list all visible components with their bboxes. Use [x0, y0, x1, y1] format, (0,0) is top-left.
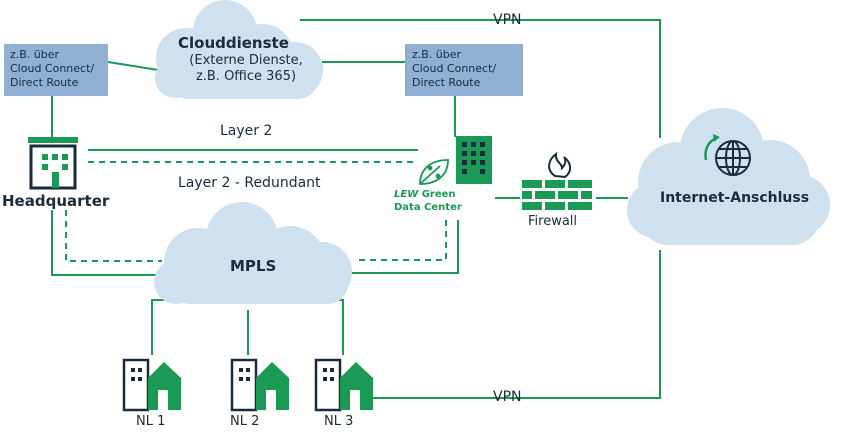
mpls-nl3-line: [325, 299, 344, 355]
mpls-cloud: [154, 202, 352, 304]
cloud-services-line2: z.B. Office 365): [195, 69, 297, 84]
internet-label: Internet-Anschluss: [660, 190, 810, 206]
headquarter-label: Headquarter: [2, 192, 110, 210]
right-box-line3: Direct Route: [412, 76, 481, 89]
globe-icon: [715, 140, 751, 176]
headquarter-building-icon: [28, 137, 78, 190]
left-route-box: [4, 44, 108, 96]
vpn-top-line: [300, 19, 661, 138]
left-box-line1: z.B. über: [10, 48, 60, 61]
right-box-line1: z.B. über: [412, 48, 462, 61]
vpn-bottom-line: [372, 250, 661, 399]
mpls-label: MPLS: [230, 257, 277, 275]
branch-nl2-icon: [230, 358, 289, 412]
branch-nl1-icon: [122, 358, 181, 412]
dc-mpls-dashed: [355, 220, 447, 261]
layer2-label: Layer 2: [220, 123, 273, 139]
hq-mpls-line: [51, 210, 162, 276]
branch-nl1-label: NL 1: [136, 414, 166, 429]
datacenter-label: LEW Green: [394, 189, 456, 201]
datacenter-line2: Data Center: [394, 202, 462, 213]
vpn-top-label: VPN: [493, 12, 522, 28]
datacenter-brand: LEW: [394, 189, 419, 200]
branch-nl3-icon: [314, 358, 373, 412]
hq-mpls-dashed: [65, 210, 162, 262]
branch-nl3-label: NL 3: [324, 414, 354, 429]
cloud-services-cloud: [155, 0, 323, 99]
dashed-lines: [65, 161, 447, 262]
branch-nl2-label: NL 2: [230, 414, 260, 429]
vpn-bottom-label: VPN: [493, 389, 522, 405]
dc-mpls-line: [352, 220, 459, 274]
datacenter-line1: Green: [421, 189, 456, 200]
datacenter-building-icon: [456, 136, 492, 184]
right-box-line2: Cloud Connect/: [412, 62, 497, 75]
cloud-services-line1: (Externe Dienste,: [189, 53, 303, 68]
layer2-redundant-label: Layer 2 - Redundant: [178, 175, 321, 191]
left-box-line3: Direct Route: [10, 76, 79, 89]
firewall-icon: [522, 151, 592, 210]
cloud-services-title: Clouddienste: [178, 34, 289, 52]
green-leaf-icon: [419, 159, 449, 185]
box-cloud-line-left: [107, 61, 159, 71]
left-box-line2: Cloud Connect/: [10, 62, 95, 75]
mpls-nl1-line: [151, 299, 180, 355]
internet-cloud: [627, 108, 830, 245]
firewall-label: Firewall: [528, 214, 578, 229]
right-route-box: [405, 44, 523, 96]
globe-arrow-head: [713, 134, 720, 142]
